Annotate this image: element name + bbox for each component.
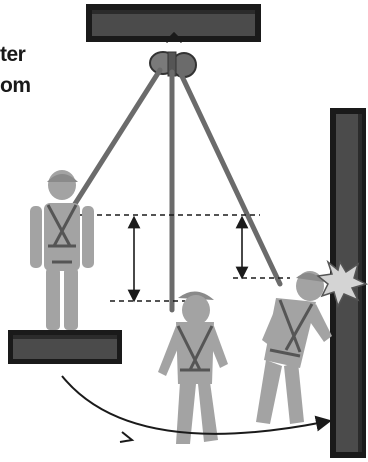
- worker-standing-figure: [30, 170, 94, 330]
- fall-distance-lines: [70, 215, 290, 301]
- worker-swinging-figure: [256, 271, 332, 424]
- fall-distance-arrows: [134, 222, 242, 296]
- worker-fallen-figure: [158, 291, 228, 444]
- lifelines: [66, 70, 280, 310]
- platform-beam-icon: [8, 330, 122, 364]
- swing-arrow-tick: [120, 432, 132, 442]
